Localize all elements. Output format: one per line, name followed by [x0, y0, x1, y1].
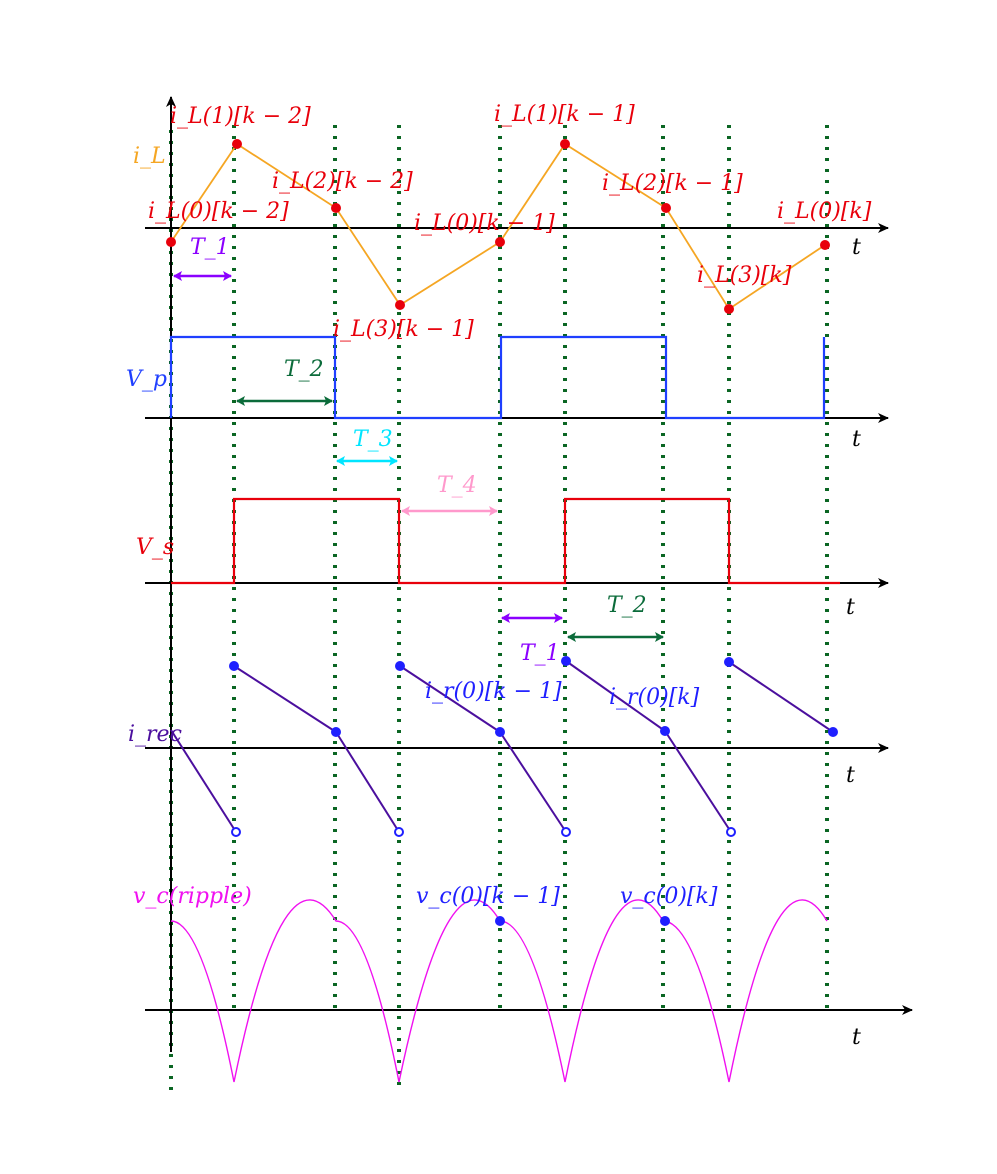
iL-point-label: i_L(3)[k] [697, 263, 792, 288]
vc-point-labels: v_c(0)[k − 1] v_c(0)[k] [416, 884, 718, 909]
irec-waveform [170, 660, 834, 833]
irec-point-labels: i_r(0)[k − 1] i_r(0)[k] [425, 679, 700, 710]
iL-point-label: i_L(0)[k] [777, 199, 872, 224]
Vp-label: V_p [126, 367, 167, 392]
iL-label: i_L [133, 144, 166, 169]
irec-point-label: i_r(0)[k − 1] [425, 679, 562, 704]
irec-segment [728, 661, 834, 733]
iL-points [166, 139, 830, 314]
irec-segment [335, 731, 400, 833]
irec-point [828, 727, 838, 737]
irec-open-point [231, 827, 241, 837]
T1-label: T_1 [190, 235, 230, 260]
iL-point-labels: i_L(0)[k − 2] i_L(1)[k − 2] i_L(2)[k − 2… [148, 102, 872, 342]
iL-point [820, 240, 830, 250]
T2-label: T_2 [607, 593, 647, 618]
iL-point [661, 203, 671, 213]
irec-segment [664, 730, 732, 833]
vc-point-label: v_c(0)[k] [620, 884, 718, 909]
iL-point-label: i_L(1)[k − 2] [170, 104, 311, 129]
irec-open-point [726, 827, 736, 837]
vc-points [495, 916, 670, 926]
vc-waveform [170, 899, 828, 1083]
irec-point [229, 661, 239, 671]
t-label: t [852, 1025, 861, 1050]
irec-segment [233, 665, 337, 733]
iL-point-label: i_L(3)[k − 1] [333, 317, 474, 342]
irec-point [724, 657, 734, 667]
irec-point [561, 656, 571, 666]
T1-label: T_1 [520, 641, 560, 666]
vc-point [495, 916, 505, 926]
iL-point [166, 237, 176, 247]
irec-label: i_rec [128, 722, 182, 747]
vc-point [660, 916, 670, 926]
vc-point-label: v_c(0)[k − 1] [416, 884, 560, 909]
irec-point [660, 726, 670, 736]
irec-point [495, 727, 505, 737]
t-labels: t t t t t [846, 235, 861, 1050]
T4-label: T_4 [437, 473, 477, 498]
iL-point [495, 237, 505, 247]
iL-point-label: i_L(0)[k − 2] [148, 199, 289, 224]
iL-point-label: i_L(2)[k − 1] [602, 171, 743, 196]
irec-open-point [394, 827, 404, 837]
irec-segment [399, 665, 501, 733]
Vs-label: V_s [136, 535, 174, 560]
iL-point [724, 304, 734, 314]
iL-point [331, 203, 341, 213]
t-label: t [852, 427, 861, 452]
irec-point [331, 727, 341, 737]
iL-point [560, 139, 570, 149]
T3-label: T_3 [353, 427, 393, 452]
t-label: t [846, 763, 855, 788]
vc-label: v_c(ripple) [133, 884, 252, 909]
iL-point-label: i_L(0)[k − 1] [414, 211, 555, 236]
iL-point-label: i_L(1)[k − 1] [494, 102, 635, 127]
iL-point-label: i_L(2)[k − 2] [272, 169, 413, 194]
iL-point [232, 139, 242, 149]
iL-point [395, 300, 405, 310]
irec-segment [565, 660, 666, 732]
irec-point [395, 661, 405, 671]
irec-point-label: i_r(0)[k] [609, 685, 700, 710]
irec-open-points [231, 827, 736, 837]
irec-points [229, 656, 838, 737]
Vp-waveform [169, 335, 826, 420]
irec-open-point [561, 827, 571, 837]
t-label: t [846, 595, 855, 620]
t-label: t [852, 235, 861, 260]
irec-segment [170, 729, 237, 833]
irec-segment [499, 731, 567, 833]
T2-label: T_2 [284, 357, 324, 382]
Vs-waveform [171, 497, 840, 585]
